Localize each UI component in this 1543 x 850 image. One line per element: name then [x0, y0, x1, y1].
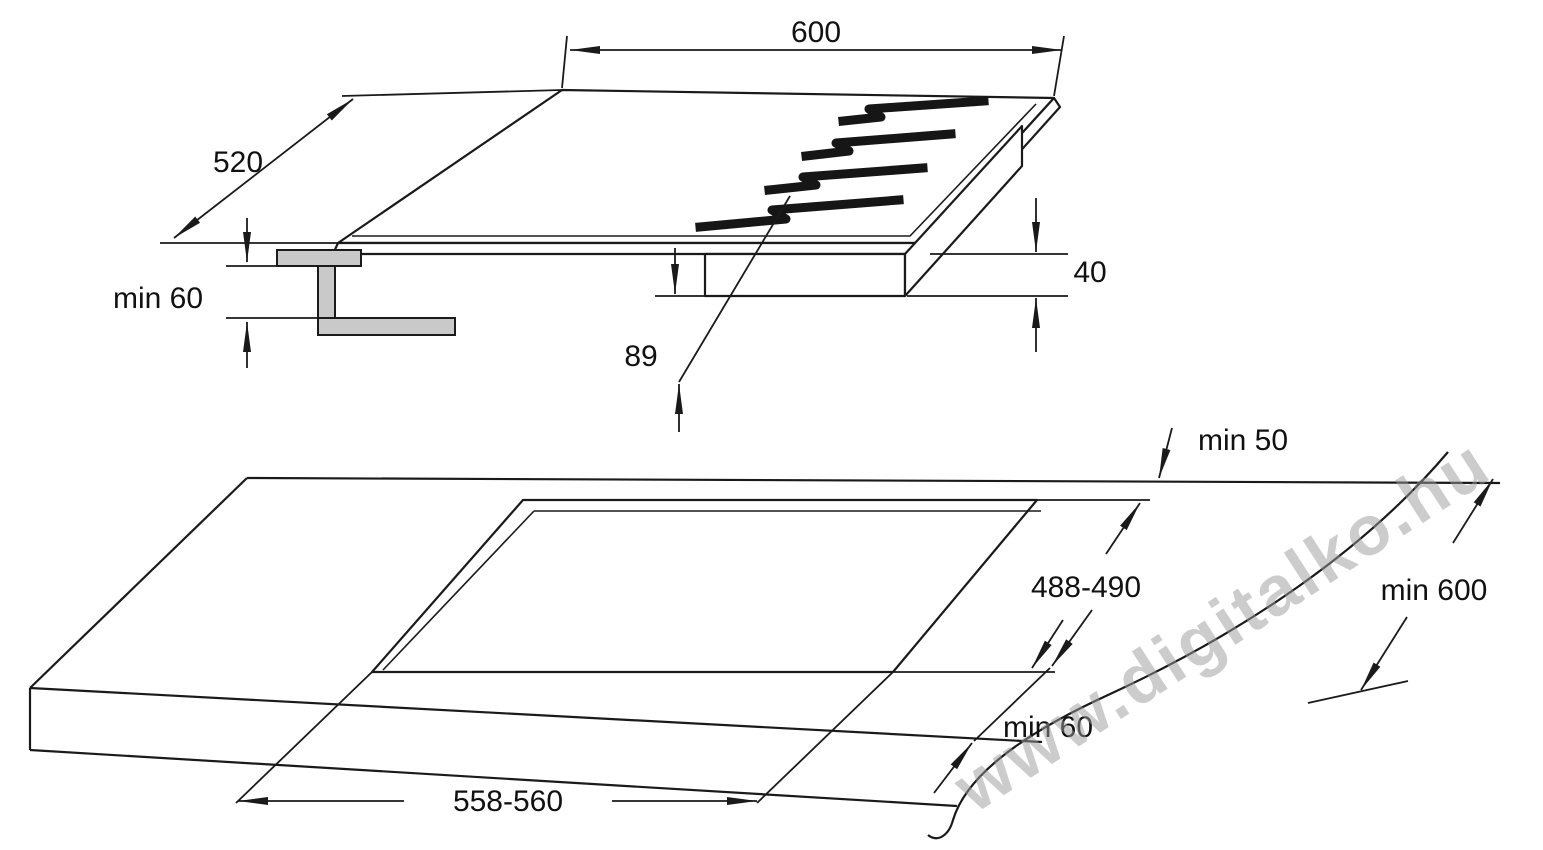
- dimension-rim-height: 40: [907, 198, 1107, 352]
- dimension-rear-distance: min 50: [1158, 424, 1288, 479]
- dimension-line: [173, 98, 354, 239]
- mounting-bracket-foot: [317, 317, 456, 336]
- worktop-depth-label: min 600: [1381, 574, 1488, 607]
- watermark-text: www.digitalko.hu: [939, 423, 1503, 827]
- dimension-cutout-depth: 488-490: [893, 499, 1150, 673]
- dimension-front-distance: min 60: [933, 609, 1093, 794]
- hob-rim-front: [331, 241, 924, 256]
- hob-isometric-view: 600 520 min 60 40: [113, 16, 1107, 432]
- rear-distance-label: min 50: [1198, 424, 1288, 457]
- arrow-down: [1158, 427, 1173, 479]
- built-in-depth-label: 89: [624, 340, 657, 373]
- pan-support-grate-3: [764, 163, 928, 195]
- cutout-width-label: 558-560: [453, 785, 563, 818]
- worktop-back-edge: [246, 476, 1501, 485]
- cutout-inner-wall-left: [382, 510, 535, 671]
- cutout-depth-label: 488-490: [1031, 571, 1141, 604]
- dimension-clearance-below: min 60: [113, 218, 318, 368]
- hob-width-label: 600: [791, 16, 841, 49]
- dimension-line: [1452, 478, 1494, 544]
- torn-edge-curve: [927, 451, 1449, 840]
- dimension-line: [1031, 619, 1064, 669]
- extension-line: [561, 35, 568, 89]
- rim-height-label: 40: [1073, 256, 1106, 289]
- front-distance-label: min 60: [1003, 711, 1093, 744]
- worktop-front-face-bottom-edge: [29, 748, 958, 808]
- hob-glass-inset-edge: [352, 103, 1037, 237]
- extension-line: [341, 89, 563, 97]
- pan-support-grate-2: [801, 129, 956, 161]
- worktop-cutout-view: min 50 488-490 min 600 min 60: [28, 424, 1501, 840]
- dimension-worktop-depth: min 600: [1307, 478, 1494, 704]
- arrow-up: [933, 742, 973, 794]
- dimension-cutout-width: 558-560: [235, 671, 894, 818]
- pan-support-grate-1: [838, 96, 989, 126]
- dimension-hob-depth: 520: [160, 89, 563, 244]
- dimension-line: [1360, 616, 1408, 691]
- mounting-bracket-flange: [276, 249, 362, 267]
- extension-line: [756, 671, 894, 804]
- mounting-bracket-web: [317, 265, 336, 319]
- arrow-down: [1051, 609, 1093, 667]
- dimension-built-in-depth: 89: [624, 195, 791, 432]
- extension-line: [1053, 35, 1065, 97]
- cutout-outline: [370, 498, 1039, 674]
- dimension-hob-width: 600: [561, 16, 1065, 97]
- extension-line: [235, 671, 373, 804]
- clearance-below-label: min 60: [113, 282, 203, 315]
- worktop-front-edge: [29, 686, 1043, 744]
- leader-line: [678, 195, 791, 383]
- hob-depth-label: 520: [213, 146, 263, 179]
- extension-line: [1307, 680, 1409, 704]
- worktop-left-edge: [29, 477, 248, 689]
- dimension-line: [1105, 502, 1141, 555]
- dimension-line: [973, 667, 1051, 742]
